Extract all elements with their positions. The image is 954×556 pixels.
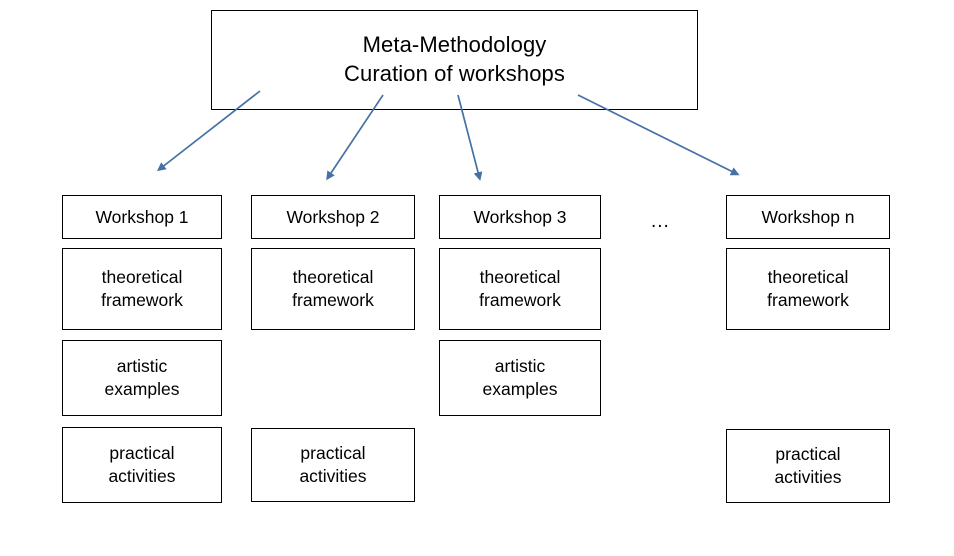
workshop-n-item-1-line-1: practical: [775, 444, 841, 465]
workshop-n-item-practical-activities: practical activities: [726, 429, 890, 503]
workshop-3-item-0-line-2: framework: [479, 290, 561, 310]
workshop-2-header: Workshop 2: [251, 195, 415, 239]
workshop-3-item-0-line-1: theoretical: [479, 267, 561, 288]
workshop-n-item-theoretical-framework: theoretical framework: [726, 248, 890, 330]
workshop-1-item-1-line-2: examples: [104, 379, 180, 399]
workshop-1-item-2-line-2: activities: [108, 466, 176, 486]
workshop-1-item-1-line-1: artistic: [116, 356, 168, 377]
workshop-n-item-0-line-1: theoretical: [767, 267, 849, 288]
workshop-1-item-0-line-2: framework: [101, 290, 183, 310]
workshop-3-item-1-line-1: artistic: [494, 356, 546, 377]
workshop-1-item-theoretical-framework: theoretical framework: [62, 248, 222, 330]
root-node-line-2: Curation of workshops: [344, 61, 565, 86]
workshop-n-item-0-line-2: framework: [767, 290, 849, 310]
root-node-line-1: Meta-Methodology: [362, 32, 547, 58]
workshop-3-item-artistic-examples: artistic examples: [439, 340, 601, 416]
workshop-2-item-0-line-1: theoretical: [292, 267, 374, 288]
workshop-1-item-artistic-examples: artistic examples: [62, 340, 222, 416]
workshop-2-item-practical-activities: practical activities: [251, 428, 415, 502]
workshop-3-header: Workshop 3: [439, 195, 601, 239]
workshop-n-header-label: Workshop n: [761, 206, 855, 227]
workshop-1-item-practical-activities: practical activities: [62, 427, 222, 503]
workshop-n-item-1-line-2: activities: [774, 467, 842, 487]
workshop-2-item-0-line-2: framework: [292, 290, 374, 310]
workshop-n-header: Workshop n: [726, 195, 890, 239]
workshop-2-item-theoretical-framework: theoretical framework: [251, 248, 415, 330]
workshop-2-item-1-line-2: activities: [299, 466, 367, 486]
workshop-1-header: Workshop 1: [62, 195, 222, 239]
workshop-1-item-0-line-1: theoretical: [101, 267, 183, 288]
workshop-2-item-1-line-1: practical: [300, 443, 366, 464]
workshop-3-item-theoretical-framework: theoretical framework: [439, 248, 601, 330]
workshop-1-header-label: Workshop 1: [95, 206, 189, 227]
continuation-ellipsis: ...: [651, 211, 670, 232]
workshop-1-item-2-line-1: practical: [109, 443, 175, 464]
workshop-2-header-label: Workshop 2: [286, 206, 380, 227]
workshop-3-header-label: Workshop 3: [473, 206, 567, 227]
root-node-meta-methodology: Meta-Methodology Curation of workshops: [211, 10, 698, 110]
workshop-3-item-1-line-2: examples: [482, 379, 558, 399]
